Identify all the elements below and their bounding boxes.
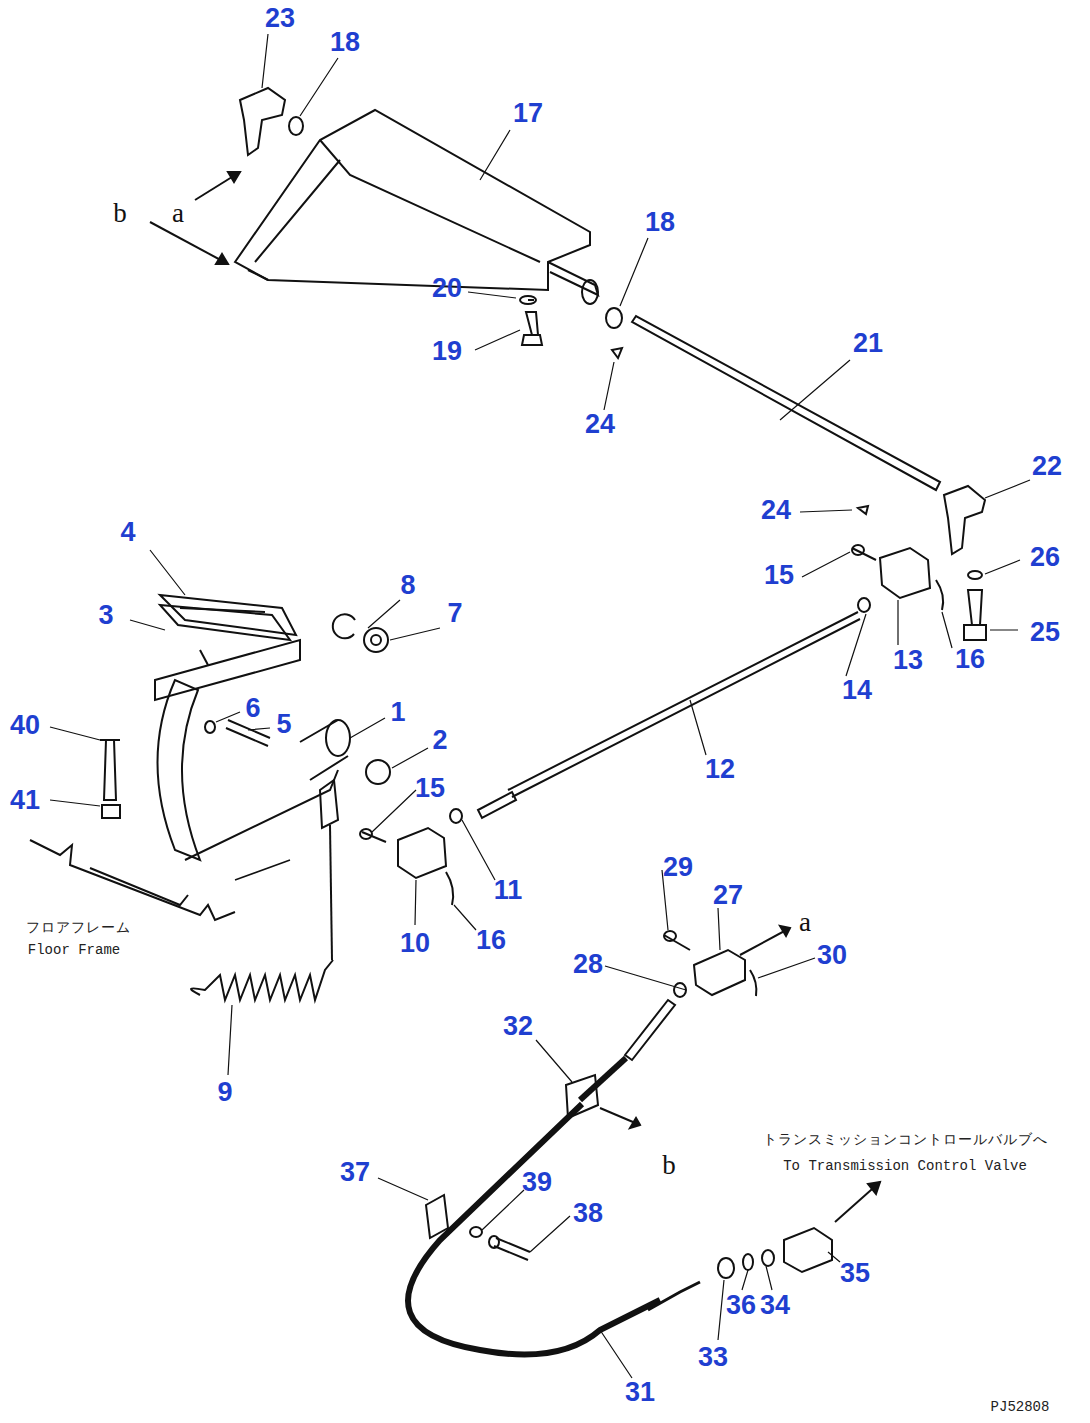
note-japanese: トランスミッションコントロールバルブへ [763,1132,1048,1146]
callout-number: 1 [390,699,405,726]
callout-number: 31 [625,1379,655,1406]
callout-number: 10 [400,930,430,957]
callout-number: 25 [1030,619,1060,646]
callout-number: 3 [98,602,113,629]
callout-number: 12 [705,756,735,783]
callout-number: 9 [217,1079,232,1106]
callout-number: 13 [893,647,923,674]
callout-number: 16 [955,646,985,673]
callout-number: 8 [400,572,415,599]
callout-number: 18 [645,209,675,236]
callout-number: 15 [764,562,794,589]
callout-number: 35 [840,1260,870,1287]
reference-letter: a [799,909,811,936]
callout-number: 37 [340,1159,370,1186]
callout-number: 28 [573,951,603,978]
callout-number: 6 [245,695,260,722]
callout-number: 17 [513,100,543,127]
callout-number: 27 [713,882,743,909]
callout-number: 39 [522,1169,552,1196]
callout-number: 32 [503,1013,533,1040]
reference-letter: b [113,200,127,227]
note-english: Floor Frame [28,943,120,957]
callout-number: 23 [265,5,295,32]
callout-number: 33 [698,1344,728,1371]
callout-number: 7 [447,600,462,627]
callout-number: 14 [842,677,872,704]
reference-letter: b [662,1152,676,1179]
callout-number: 11 [494,877,523,904]
callout-number: 29 [663,854,693,881]
callout-number: 18 [330,29,360,56]
callout-number: 2 [432,727,447,754]
callout-number: 19 [432,338,462,365]
callout-number: 38 [573,1200,603,1227]
callout-number: 26 [1030,544,1060,571]
callout-number: 34 [760,1292,790,1319]
callout-number: 40 [10,712,40,739]
callout-number: 24 [761,497,791,524]
callout-number: 16 [476,927,506,954]
callout-number: 24 [585,411,615,438]
callout-number: 15 [415,775,445,802]
callout-number: 30 [817,942,847,969]
callout-number: 20 [432,275,462,302]
callout-number: 5 [276,711,291,738]
note-japanese: フロアフレーム [26,920,131,934]
note-english: To Transmission Control Valve [783,1159,1027,1173]
drawing-code: PJ52808 [991,1400,1050,1414]
reference-letter: a [172,200,184,227]
callout-number: 4 [120,519,135,546]
callout-number: 21 [853,330,883,357]
callout-number: 22 [1032,453,1062,480]
callout-number: 36 [726,1292,756,1319]
callout-number: 41 [10,787,40,814]
